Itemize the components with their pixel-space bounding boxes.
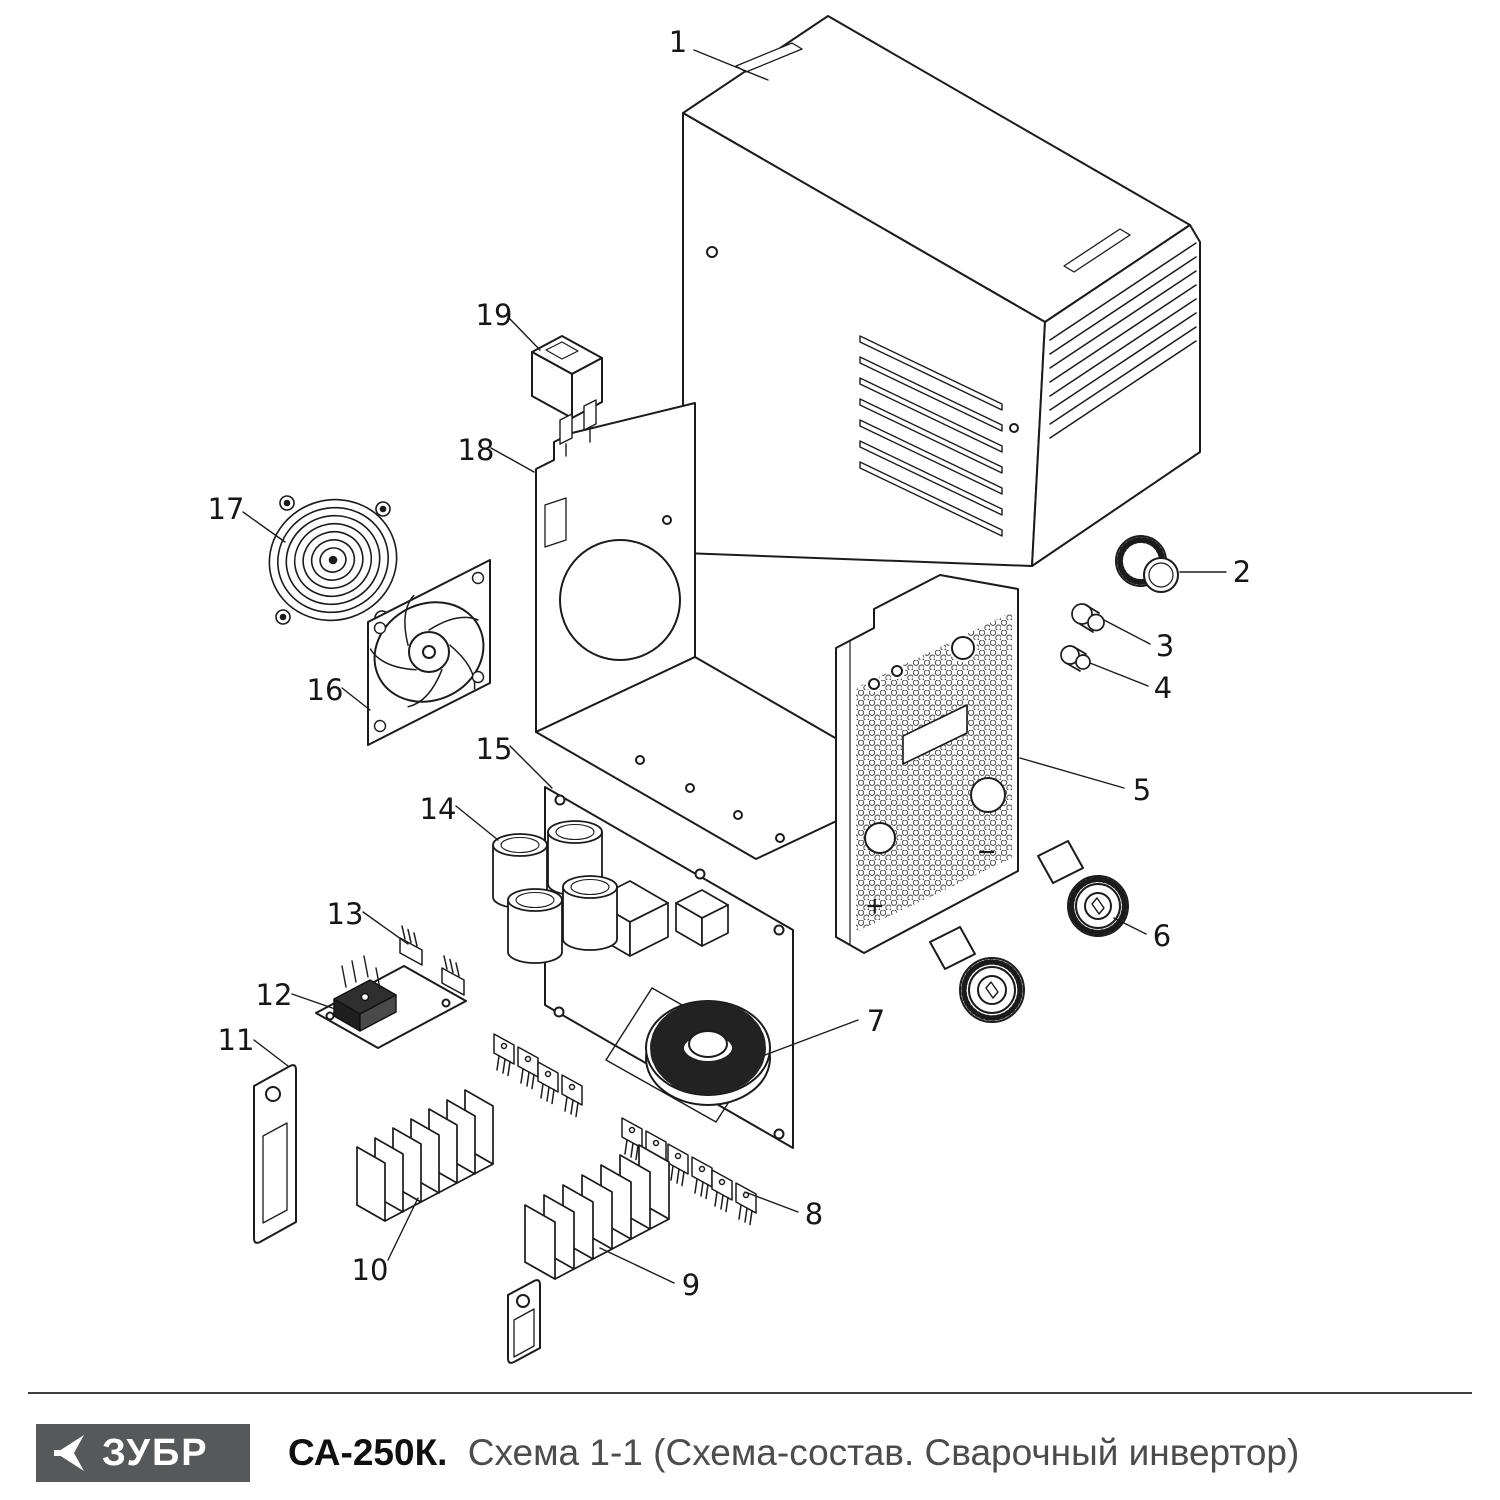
callout-9: 9 [681,1268,701,1302]
part-18-chassis [535,402,916,860]
part-4-sleeve [1060,645,1091,672]
part-7-toroid-inductor [645,1000,771,1106]
callout-4: 4 [1153,671,1173,705]
part-2-knob [1115,535,1179,593]
footer-divider [28,1392,1472,1394]
callout-5: 5 [1132,773,1152,807]
part-19-switch [531,335,603,457]
callout-7: 7 [866,1004,886,1038]
callout-17: 17 [207,492,245,526]
leader-lines [242,49,1227,1284]
exploded-view-drawing: + − [242,15,1227,1364]
zubr-logo: ЗУБР [36,1424,250,1482]
zubr-logo-icon [54,1435,84,1471]
model-number: СА-250К. [288,1432,448,1473]
panel-plus-mark: + [866,890,884,923]
part-14-capacitors [492,820,618,964]
part-16-fan [367,559,491,746]
part-11-bracket [253,1064,297,1244]
callout-10: 10 [351,1253,389,1287]
callout-2: 2 [1232,555,1252,589]
callout-14: 14 [419,792,457,826]
callout-12: 12 [255,978,293,1012]
callout-8: 8 [804,1197,824,1231]
part-5-front-panel: + − [835,574,1019,954]
callout-18: 18 [457,433,495,467]
zubr-logo-text: ЗУБР [102,1431,209,1474]
callout-13: 13 [326,897,364,931]
part-1-top-cover [682,15,1201,567]
mounting-bracket-small [507,1279,541,1364]
footer-caption: СА-250К. Схема 1-1 (Схема-состав. Свароч… [288,1432,1299,1474]
part-12-rectifier-board [315,955,467,1049]
callout-15: 15 [475,732,513,766]
callout-1: 1 [668,25,688,59]
callout-6: 6 [1152,919,1172,953]
part-6-output-connectors [929,840,1129,1023]
part-10-heatsink [356,1089,494,1222]
callout-19: 19 [475,298,513,332]
cover-louvers [1049,242,1197,439]
callout-11: 11 [217,1023,255,1057]
part-3-sleeve [1071,603,1105,633]
callout-3: 3 [1155,629,1175,663]
panel-minus-mark: − [978,836,996,869]
callout-16: 16 [306,673,344,707]
caption-subtitle: Схема 1-1 (Схема-состав. Сварочный инвер… [467,1432,1300,1473]
part-9-heatsink [524,1144,670,1280]
